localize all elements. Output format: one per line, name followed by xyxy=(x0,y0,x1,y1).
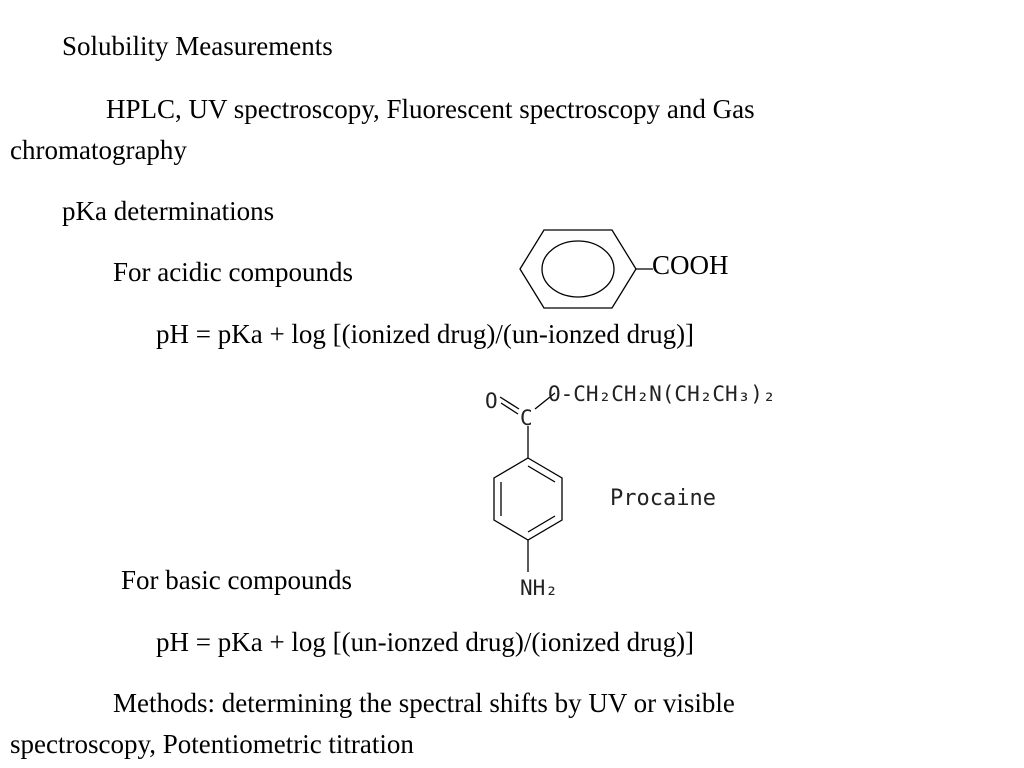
cooh-label: COOH xyxy=(652,250,729,280)
heading-pka: pKa determinations xyxy=(62,196,275,226)
basic-equation: pH = pKa + log [(un-ionzed drug)/(ionize… xyxy=(156,627,695,657)
benzene-ring xyxy=(519,229,637,309)
procaine-name: Procaine xyxy=(610,486,716,511)
acidic-equation: pH = pKa + log [(ionized drug)/(un-ionze… xyxy=(156,319,695,349)
methods-line2: spectroscopy, Potentiometric titration xyxy=(10,729,414,759)
ring-inner-bond-2 xyxy=(527,515,556,533)
procaine-amine: NH₂ xyxy=(520,576,558,600)
heading-solubility: Solubility Measurements xyxy=(62,31,333,61)
procaine-carbonyl-c: C xyxy=(520,406,533,430)
solubility-methods-line1: HPLC, UV spectroscopy, Fluorescent spect… xyxy=(106,94,755,124)
ester-bond xyxy=(534,392,556,410)
ring-inner-bond-1 xyxy=(527,465,556,483)
basic-label: For basic compounds xyxy=(121,565,352,595)
procaine-carbonyl-o: O xyxy=(485,389,498,413)
benzene-ring xyxy=(493,457,563,541)
carbonyl-bond-2 xyxy=(500,402,519,415)
procaine-structure xyxy=(493,392,563,572)
procaine-ester-chain: O-CH₂CH₂N(CH₂CH₃)₂ xyxy=(548,382,776,406)
methods-line1: Methods: determining the spectral shifts… xyxy=(113,688,735,718)
benzoic-acid-structure xyxy=(519,229,653,309)
acidic-label: For acidic compounds xyxy=(113,257,353,287)
carbonyl-bond-1 xyxy=(499,396,520,410)
aromatic-circle xyxy=(541,240,615,298)
solubility-methods-line2: chromatography xyxy=(10,135,187,165)
